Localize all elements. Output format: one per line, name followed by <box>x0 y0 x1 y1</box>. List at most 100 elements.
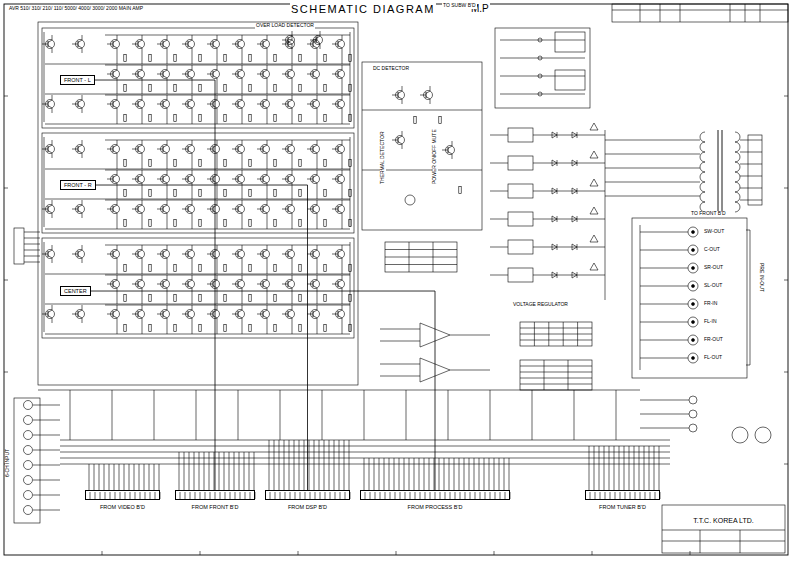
warning-triangle <box>590 123 598 130</box>
warning-triangle <box>590 263 598 270</box>
wire <box>500 94 585 95</box>
transistor-lead <box>48 211 52 219</box>
transistor-lead <box>282 104 288 105</box>
pin <box>195 492 196 499</box>
transistor-lead <box>238 76 242 84</box>
grid-line <box>660 4 661 22</box>
transistor-lead <box>138 316 142 324</box>
bus-line <box>609 446 610 490</box>
pin <box>450 492 451 499</box>
transformer-coil <box>700 192 705 202</box>
transistor-lead <box>113 316 117 324</box>
resistor-symbol <box>174 265 176 272</box>
resistor-symbol <box>324 265 326 272</box>
transistor-symbol <box>332 170 345 188</box>
signal-label: FL-OUT <box>703 355 723 361</box>
transformer-coil <box>735 142 740 152</box>
transistor-lead <box>332 149 338 150</box>
bus-line <box>224 452 225 490</box>
bus-line <box>124 464 125 490</box>
wire <box>450 335 490 336</box>
transistor-lead <box>257 209 263 210</box>
transistor-lead <box>207 209 213 210</box>
transformer-coil <box>735 172 740 182</box>
wire <box>292 158 293 169</box>
resistor-symbol <box>224 85 226 92</box>
transistor-lead <box>48 106 52 114</box>
transistor-lead <box>78 46 82 54</box>
wire <box>192 53 193 64</box>
bus-line <box>254 452 255 490</box>
resistor-symbol <box>224 295 226 302</box>
transistor-lead <box>338 256 342 264</box>
resistor-symbol <box>249 55 251 62</box>
grid-line <box>700 530 701 553</box>
rca-pin <box>692 249 695 252</box>
wire <box>217 218 218 229</box>
grid-line <box>730 4 731 22</box>
wire <box>217 53 218 64</box>
transistor-lead <box>48 200 52 208</box>
transistor-symbol <box>257 140 270 158</box>
transistor-symbol <box>282 95 295 113</box>
transistor-lead <box>188 200 192 208</box>
grid-line <box>745 4 746 22</box>
border-tick <box>298 551 299 555</box>
bus-line <box>129 464 130 490</box>
bus-line <box>464 458 465 490</box>
transistor-lead <box>78 106 82 114</box>
bus-line <box>484 458 485 490</box>
transistor-lead <box>78 245 82 253</box>
transistor-lead <box>282 314 288 315</box>
resistor-symbol <box>299 115 301 122</box>
input-connector <box>14 228 24 264</box>
resistor-symbol <box>439 117 441 124</box>
resistor-symbol <box>124 160 126 167</box>
transistor-symbol <box>72 95 85 113</box>
wire <box>33 405 60 406</box>
wire <box>167 263 168 274</box>
resistor-symbol <box>274 295 276 302</box>
transistor-lead <box>48 35 52 43</box>
wire <box>105 200 350 201</box>
pin <box>610 492 611 499</box>
wire <box>267 263 268 274</box>
transistor-lead <box>138 35 142 43</box>
transistor-symbol <box>232 65 245 83</box>
table-line <box>520 334 592 335</box>
regulator-ic <box>508 212 533 226</box>
pin <box>340 492 341 499</box>
wire <box>112 390 113 440</box>
transistor-lead <box>182 149 188 150</box>
resistor-symbol <box>124 220 126 227</box>
transistor-symbol <box>132 35 145 53</box>
transformer-coil <box>700 182 705 192</box>
transistor-lead <box>113 65 117 73</box>
rca-jack <box>689 424 697 432</box>
resistor-symbol <box>299 220 301 227</box>
wire <box>117 218 118 229</box>
table-line <box>568 360 569 390</box>
transistor-lead <box>392 95 398 96</box>
transistor-lead <box>263 106 267 114</box>
pin <box>150 492 151 499</box>
wire <box>500 76 585 77</box>
transistor-lead <box>188 245 192 253</box>
bus-line <box>274 440 275 490</box>
transistor-symbol <box>132 305 145 323</box>
bus-line <box>509 458 510 490</box>
transistor-lead <box>207 254 213 255</box>
thermistor-symbol <box>405 195 415 205</box>
transistor-lead <box>332 314 338 315</box>
wire <box>70 390 71 440</box>
transistor-lead <box>263 35 267 43</box>
transistor-lead <box>78 200 82 208</box>
rca-jack <box>688 245 698 255</box>
transformer-coil <box>735 162 740 172</box>
bus-line <box>409 458 410 490</box>
relay-coil <box>555 70 585 90</box>
wire <box>45 229 350 230</box>
bus-line <box>454 458 455 490</box>
transistor-lead <box>288 65 292 73</box>
transistor-lead <box>107 74 113 75</box>
